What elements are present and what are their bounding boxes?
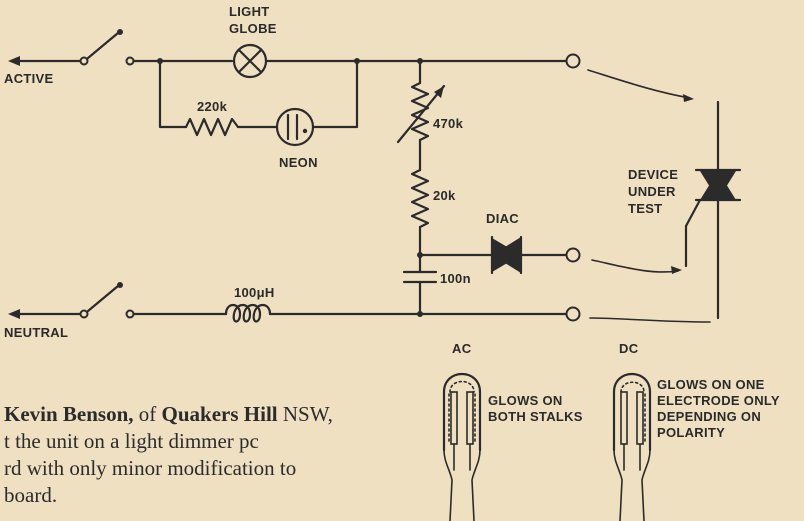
diac-label: DIAC	[486, 211, 519, 226]
active-switch	[8, 29, 135, 66]
r220k-label: 220k	[197, 99, 228, 114]
terminal-mid	[565, 247, 581, 263]
c100n-label: 100n	[440, 271, 471, 286]
device-label-2: UNDER	[628, 184, 676, 199]
caption-line-1: Kevin Benson, of Quakers Hill NSW,	[4, 402, 333, 426]
dc-note-2: ELECTRODE ONLY	[657, 393, 780, 408]
test-leads	[587, 69, 711, 323]
dc-label: DC	[619, 341, 639, 356]
ac-note-2: BOTH STALKS	[488, 409, 583, 424]
ac-note-1: GLOWS ON	[488, 393, 563, 408]
triac-symbol	[684, 100, 742, 320]
dc-note-1: GLOWS ON ONE	[657, 377, 765, 392]
terminal-top	[565, 53, 581, 69]
caption-of: of	[134, 402, 162, 426]
resistor-470k	[410, 81, 430, 142]
neon-lamp-symbol	[275, 107, 315, 147]
light-globe-label-1: LIGHT	[229, 4, 270, 19]
caption-line-3: rd with only minor modification to	[4, 456, 296, 480]
variable-arrow-shaft	[396, 84, 446, 144]
caption-author: Kevin Benson,	[4, 402, 134, 426]
terminal-bottom	[565, 306, 581, 322]
neutral-switch	[8, 282, 135, 319]
inductor-100uh	[224, 303, 272, 323]
capacitor-100n	[402, 270, 438, 316]
resistor-220k	[184, 117, 240, 137]
light-globe-label-2: GLOBE	[229, 21, 277, 36]
device-label-1: DEVICE	[628, 167, 678, 182]
bypass-wire-right	[311, 59, 359, 129]
neutral-label: NEUTRAL	[4, 325, 68, 340]
l100uh-label: 100μH	[234, 285, 275, 300]
neon-label: NEON	[279, 155, 318, 170]
dc-note-3: DEPENDING ON	[657, 409, 761, 424]
resistor-20k	[410, 168, 430, 229]
dc-bulb-drawing	[612, 372, 652, 521]
ac-bulb-drawing	[442, 372, 482, 521]
active-label: ACTIVE	[4, 71, 53, 86]
caption-line-4: board.	[4, 483, 57, 507]
bypass-wire-left	[158, 59, 188, 129]
caption-state: NSW,	[278, 402, 333, 426]
diac-triangle-left	[492, 238, 521, 272]
r470k-label: 470k	[433, 116, 464, 131]
light-globe-symbol	[232, 43, 268, 79]
ac-label: AC	[452, 341, 472, 356]
caption-place: Quakers Hill	[162, 402, 278, 426]
caption-line-2: t the unit on a light dimmer pc	[4, 429, 259, 453]
dc-note-4: POLARITY	[657, 425, 725, 440]
r20k-label: 20k	[433, 188, 456, 203]
device-label-3: TEST	[628, 201, 662, 216]
